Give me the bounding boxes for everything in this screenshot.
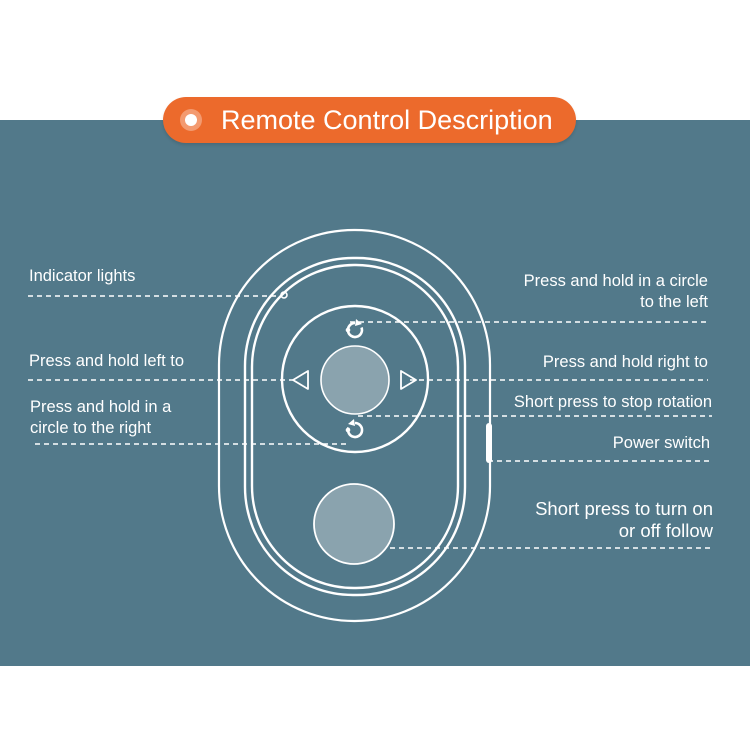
rotate-right-icon[interactable]	[345, 419, 364, 439]
rotate-left-icon[interactable]	[345, 319, 364, 339]
remote-body-outline	[243, 256, 467, 597]
power-switch-nub[interactable]	[486, 423, 492, 463]
remote-inner-outline	[250, 263, 460, 590]
label-rotate-right: Press and hold in a circle to the right	[30, 397, 171, 439]
label-follow-line1: Short press to turn on	[535, 498, 713, 519]
dpad-ring	[280, 304, 430, 454]
label-press-hold-right: Press and hold right to	[542, 353, 708, 371]
page-title: Remote Control Description	[221, 105, 553, 135]
label-rotate-left-line1: Press and hold in a circle	[523, 272, 708, 290]
label-rotate-right-line1: Press and hold in a	[30, 398, 172, 416]
arrow-left-icon[interactable]	[292, 370, 309, 390]
label-indicator-lights: Indicator lights	[29, 267, 136, 285]
label-follow-line2: or off follow	[618, 520, 713, 541]
joystick-button[interactable]	[320, 345, 390, 415]
label-press-hold-left: Press and hold left to	[29, 352, 185, 370]
arrow-right-icon[interactable]	[400, 370, 417, 390]
label-follow: Short press to turn on or off follow	[535, 498, 713, 542]
follow-button[interactable]	[313, 483, 395, 565]
label-rotate-right-line2: circle to the right	[30, 419, 152, 437]
label-rotate-left-line2: to the left	[640, 293, 708, 311]
label-rotate-left: Press and hold in a circle to the left	[524, 271, 708, 313]
label-power-switch: Power switch	[612, 434, 710, 452]
label-stop-rotation: Short press to stop rotation	[513, 393, 712, 411]
title-banner: Remote Control Description	[163, 97, 576, 143]
indicator-light	[280, 291, 288, 299]
bullet-icon	[180, 109, 202, 131]
